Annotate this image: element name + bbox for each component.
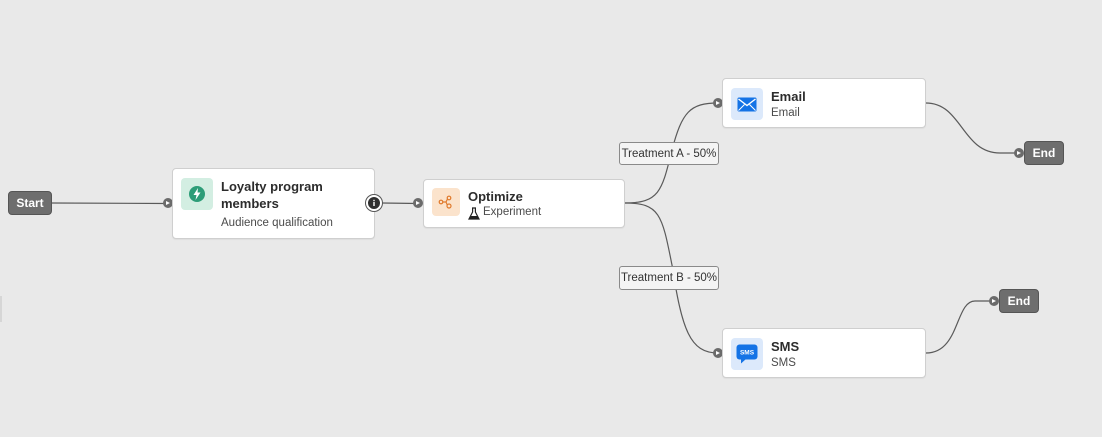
email-card[interactable]: Email Email	[722, 78, 926, 128]
treatment-a-label[interactable]: Treatment A - 50%	[619, 142, 719, 165]
optimize-icon	[432, 188, 460, 216]
sms-card[interactable]: SMS SMS SMS	[722, 328, 926, 378]
email-subtitle: Email	[771, 107, 800, 119]
wire-email-end	[925, 102, 1019, 154]
start-label: Start	[16, 196, 44, 210]
end-node-email[interactable]: End	[1024, 141, 1064, 165]
end-email-label: End	[1032, 146, 1056, 160]
wire-loyalty-optimize	[381, 202, 419, 205]
optimize-subtitle: Experiment	[483, 206, 542, 218]
sms-input-port[interactable]	[713, 348, 723, 358]
sms-title: SMS	[771, 339, 800, 354]
end-node-sms[interactable]: End	[999, 289, 1039, 313]
optimize-title: Optimize	[468, 189, 523, 204]
info-icon[interactable]	[366, 195, 382, 211]
loyalty-input-port[interactable]	[163, 198, 173, 208]
loyalty-program-card[interactable]: Loyalty program members Audience qualifi…	[172, 168, 375, 239]
lightning-bolt-icon	[181, 178, 213, 210]
treatment-b-label[interactable]: Treatment B - 50%	[619, 266, 719, 290]
sms-subtitle: SMS	[771, 357, 796, 369]
email-input-port[interactable]	[713, 98, 723, 108]
left-panel-edge	[0, 296, 2, 322]
wire-optimize-sms	[624, 202, 719, 354]
loyalty-subtitle: Audience qualification	[221, 217, 333, 229]
optimize-input-port[interactable]	[413, 198, 423, 208]
flask-icon	[468, 207, 480, 225]
end-sms-label: End	[1007, 294, 1031, 308]
sms-icon-text: SMS	[740, 350, 755, 357]
wire-sms-end	[925, 300, 994, 354]
loyalty-title: Loyalty program members	[221, 179, 323, 211]
optimize-card[interactable]: Optimize Experiment	[423, 179, 625, 228]
end-sms-input-port[interactable]	[989, 296, 999, 306]
sms-icon: SMS	[731, 338, 763, 370]
email-title: Email	[771, 89, 806, 104]
envelope-icon	[731, 88, 763, 120]
end-email-input-port[interactable]	[1014, 148, 1024, 158]
start-node[interactable]: Start	[8, 191, 52, 215]
wire-start-loyalty	[50, 202, 169, 205]
